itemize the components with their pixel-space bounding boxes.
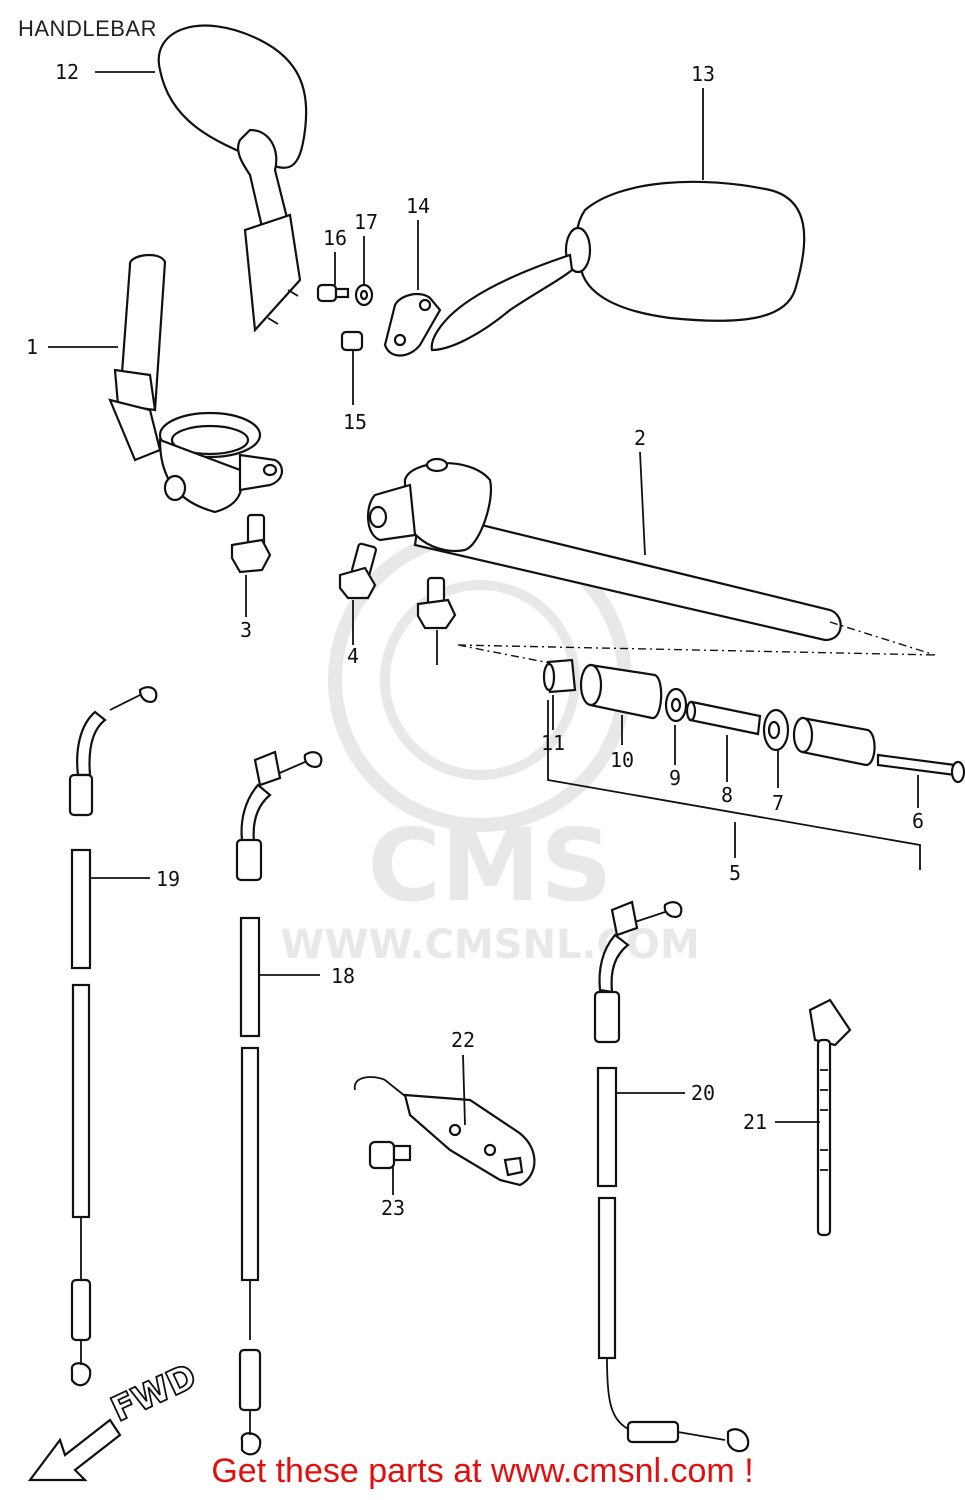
callout-3: 3	[240, 618, 252, 642]
callout-5: 5	[729, 861, 741, 885]
part-7-rubber	[762, 708, 790, 752]
leader-lines	[48, 71, 919, 1195]
part-18-cable	[235, 750, 323, 1456]
part-3-bolt	[230, 513, 272, 574]
callout-8: 8	[721, 783, 733, 807]
part-4-bolt	[338, 542, 378, 600]
page-title: HANDLEBAR	[18, 16, 157, 41]
part-mount-bolt	[416, 576, 457, 630]
callout-17: 17	[354, 210, 378, 234]
callout-18: 18	[331, 964, 355, 988]
callout-7: 7	[772, 791, 784, 815]
callout-19: 19	[156, 867, 180, 891]
callout-21: 21	[743, 1110, 767, 1134]
part-21-cable-tie	[808, 998, 852, 1237]
part-22-bracket	[354, 1076, 536, 1187]
callout-20: 20	[691, 1081, 715, 1105]
part-1-left-handlebar	[108, 253, 283, 514]
callout-2: 2	[634, 426, 646, 450]
callout-10: 10	[610, 748, 634, 772]
part-17-washer	[354, 283, 374, 307]
part-19-cable	[68, 686, 158, 1387]
part-16-bolt	[316, 283, 350, 303]
callout-13: 13	[691, 62, 715, 86]
callout-11: 11	[541, 731, 565, 755]
callout-9: 9	[669, 766, 681, 790]
part-13-right-mirror	[430, 180, 806, 352]
fwd-label: FWD	[105, 1356, 203, 1430]
callout-4: 4	[347, 644, 359, 668]
part-23-bolt	[368, 1140, 412, 1170]
callout-15: 15	[343, 410, 367, 434]
part-5-bracket-line	[547, 700, 921, 870]
callout-16: 16	[323, 226, 347, 250]
callout-12: 12	[55, 60, 79, 84]
callout-1: 1	[26, 335, 38, 359]
watermark: CMS WWW.CMSNL.COM	[280, 528, 700, 968]
part-10b-weight	[792, 716, 876, 767]
part-2-right-handlebar	[367, 457, 842, 642]
callout-22: 22	[451, 1028, 475, 1052]
part-10-weight	[579, 663, 663, 720]
callout-14: 14	[406, 194, 430, 218]
part-14-mirror-bracket	[383, 292, 442, 357]
part-9-washer	[664, 687, 688, 723]
part-6-screw	[876, 753, 965, 784]
watermark-logo-text: CMS	[368, 807, 613, 924]
callout-23: 23	[381, 1196, 405, 1220]
assembly-axis-line	[457, 621, 936, 666]
footer-link-text[interactable]: Get these parts at www.cmsnl.com !	[211, 1452, 754, 1490]
part-20-cable	[593, 900, 750, 1453]
callout-6: 6	[912, 809, 924, 833]
part-8-spacer	[685, 700, 762, 736]
part-15-nut	[340, 330, 364, 352]
part-11-rubber	[542, 658, 577, 694]
part-12-left-mirror	[157, 24, 308, 333]
callout-labels: 12 13 14 16 17 15 1 2 3 4 11 10 9 8 7 6 …	[26, 60, 924, 1220]
